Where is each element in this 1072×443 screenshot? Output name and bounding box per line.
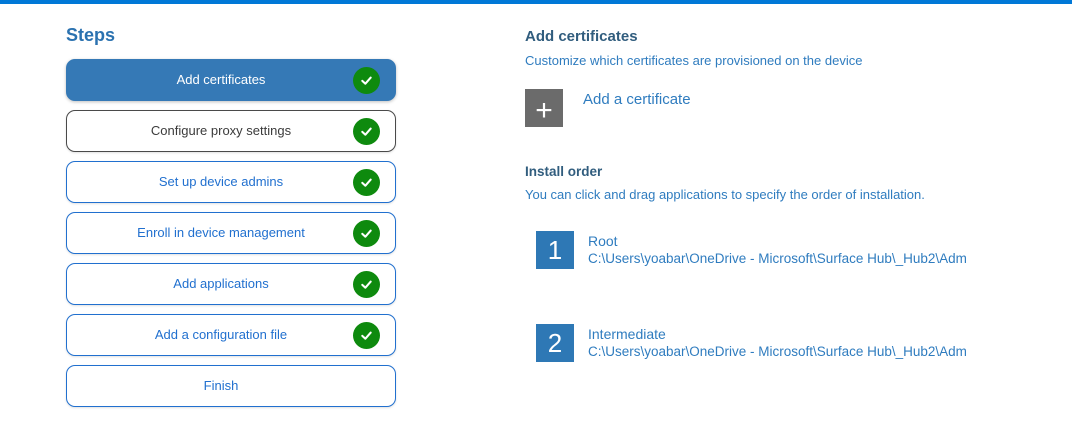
check-icon: [353, 118, 380, 145]
steps-title: Steps: [66, 25, 116, 45]
accent-top-bar: [0, 0, 1072, 4]
add-certificate-row[interactable]: + Add a certificate: [525, 89, 1065, 127]
add-certificate-label: Add a certificate: [583, 91, 691, 108]
check-icon: [353, 169, 380, 196]
order-number: 2: [547, 328, 563, 358]
step-finish[interactable]: Finish: [66, 365, 396, 407]
check-icon: [353, 322, 380, 349]
step-add-certificates[interactable]: Add certificates: [66, 59, 396, 101]
certificate-path: C:\Users\yoabar\OneDrive - Microsoft\Sur…: [588, 344, 967, 359]
step-configure-proxy-settings[interactable]: Configure proxy settings: [66, 110, 396, 152]
step-label: Configure proxy settings: [150, 123, 292, 138]
step-add-applications[interactable]: Add applications: [66, 263, 396, 305]
install-item-intermediate[interactable]: 2 Intermediate C:\Users\yoabar\OneDrive …: [536, 324, 1065, 362]
certificate-name: Root: [588, 233, 618, 249]
steps-panel: Steps Add certificates Configure proxy s…: [66, 25, 396, 416]
install-order-heading: Install order: [525, 164, 603, 179]
step-label: Enroll in device management: [137, 225, 305, 240]
step-label: Add applications: [173, 276, 269, 291]
content-subheading: Customize which certificates are provisi…: [525, 53, 863, 68]
steps-list: Add certificates Configure proxy setting…: [66, 59, 396, 407]
step-label: Add a configuration file: [154, 327, 288, 342]
install-order-list: 1 Root C:\Users\yoabar\OneDrive - Micros…: [525, 231, 1065, 362]
install-item-text: Root C:\Users\yoabar\OneDrive - Microsof…: [588, 232, 967, 268]
check-icon: [353, 220, 380, 247]
add-certificate-button[interactable]: +: [525, 89, 563, 127]
content-panel: Add certificates Customize which certifi…: [525, 28, 1065, 417]
step-add-a-configuration-file[interactable]: Add a configuration file: [66, 314, 396, 356]
step-set-up-device-admins[interactable]: Set up device admins: [66, 161, 396, 203]
install-order-subheading: You can click and drag applications to s…: [525, 187, 925, 202]
certificate-path: C:\Users\yoabar\OneDrive - Microsoft\Sur…: [588, 251, 967, 266]
plus-icon: +: [535, 94, 553, 127]
order-number-badge: 1: [536, 231, 574, 269]
step-enroll-in-device-management[interactable]: Enroll in device management: [66, 212, 396, 254]
order-number: 1: [547, 235, 563, 265]
install-item-text: Intermediate C:\Users\yoabar\OneDrive - …: [588, 325, 967, 361]
certificate-name: Intermediate: [588, 326, 666, 342]
order-number-badge: 2: [536, 324, 574, 362]
step-label: Set up device admins: [158, 174, 284, 189]
check-icon: [353, 67, 380, 94]
step-label: Add certificates: [176, 72, 266, 87]
install-item-root[interactable]: 1 Root C:\Users\yoabar\OneDrive - Micros…: [536, 231, 1065, 269]
step-label: Finish: [203, 378, 239, 393]
check-icon: [353, 271, 380, 298]
content-heading: Add certificates: [525, 28, 638, 45]
